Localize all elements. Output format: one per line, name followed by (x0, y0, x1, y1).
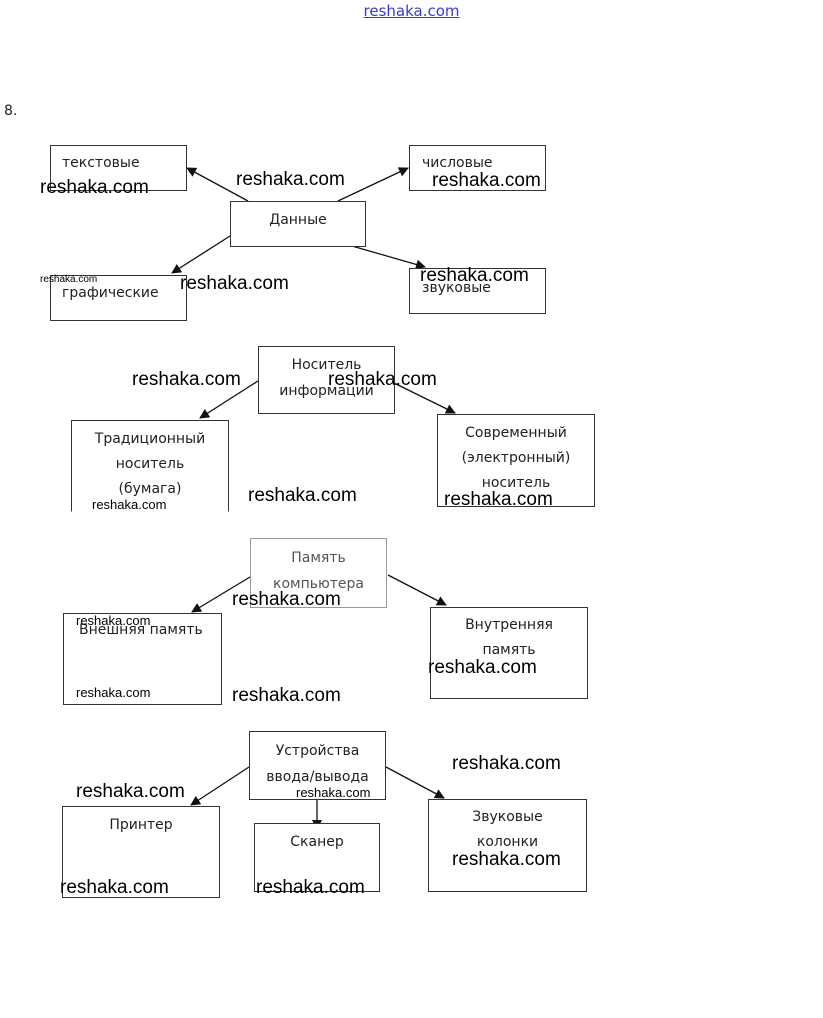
node-label: числовые (422, 155, 493, 171)
watermark: reshaka.com (232, 589, 341, 610)
node-storage-medium: Носитель информации (258, 346, 395, 414)
node-label: Звуковые колонки (472, 809, 543, 850)
node-label: Носитель информации (279, 357, 374, 399)
watermark: reshaka.com (180, 273, 289, 294)
watermark: reshaka.com (76, 685, 151, 700)
node-audio: звуковые (409, 268, 546, 314)
watermark: reshaka.com (420, 265, 529, 286)
arrow-to-text (186, 167, 249, 202)
node-numeric: числовые (409, 145, 546, 191)
node-label: Внутренняя память (465, 617, 553, 658)
arrow-to-internal (387, 574, 447, 606)
node-printer: Принтер (62, 806, 220, 898)
node-external-memory: Внешняя память (63, 613, 222, 705)
node-scanner: Сканер (254, 823, 380, 892)
arrow-to-graphic (171, 235, 231, 274)
watermark: reshaka.com (296, 785, 371, 800)
watermark: reshaka.com (452, 849, 561, 870)
arrow-to-speakers (385, 766, 445, 799)
watermark: reshaka.com (256, 877, 365, 898)
node-label: Современный (электронный) носитель (461, 425, 571, 491)
question-number: 8. (4, 103, 18, 119)
node-label: звуковые (422, 280, 491, 296)
node-traditional-medium: Традиционный носитель (бумага) (71, 420, 229, 512)
watermark: reshaka.com (428, 657, 537, 678)
watermark: reshaka.com (132, 369, 241, 390)
node-label: Внешняя память (79, 622, 203, 638)
watermark: reshaka.com (328, 369, 437, 390)
node-label: Данные (269, 212, 327, 228)
watermark: reshaka.com (76, 613, 151, 628)
watermark: reshaka.com (248, 485, 357, 506)
site-link[interactable]: reshaka.com (363, 2, 460, 20)
node-data: Данные (230, 201, 366, 247)
watermark: reshaka.com (40, 274, 98, 285)
node-computer-memory: Память компьютера (250, 538, 387, 608)
watermark: reshaka.com (40, 177, 149, 198)
watermark: reshaka.com (232, 685, 341, 706)
watermark: reshaka.com (92, 497, 167, 512)
arrow-to-printer (190, 766, 250, 806)
node-label: Принтер (109, 817, 173, 833)
arrow-to-modern (393, 382, 456, 414)
node-label: Сканер (290, 834, 344, 850)
node-label: текстовые (62, 155, 140, 171)
arrow-to-external (191, 576, 251, 613)
node-speakers: Звуковые колонки (428, 799, 587, 892)
watermark: reshaka.com (236, 169, 345, 190)
watermark: reshaka.com (76, 781, 185, 802)
node-text: текстовые (50, 145, 187, 191)
node-io-devices: Устройства ввода/вывода (249, 731, 386, 800)
watermark: reshaka.com (452, 753, 561, 774)
node-label: Память компьютера (272, 550, 364, 592)
node-label: Устройства ввода/вывода (266, 743, 369, 785)
arrow-to-audio (351, 245, 426, 270)
node-label: Традиционный носитель (бумага) (94, 431, 206, 497)
watermark: reshaka.com (444, 489, 553, 510)
watermark: reshaka.com (60, 877, 169, 898)
watermark: reshaka.com (432, 170, 541, 191)
node-label: графические (62, 285, 159, 301)
node-modern-medium: Современный (электронный) носитель (437, 414, 595, 507)
node-graphic: графические (50, 275, 187, 321)
arrow-to-traditional (199, 380, 259, 419)
node-internal-memory: Внутренняя память (430, 607, 588, 699)
arrow-to-numeric (337, 167, 409, 202)
